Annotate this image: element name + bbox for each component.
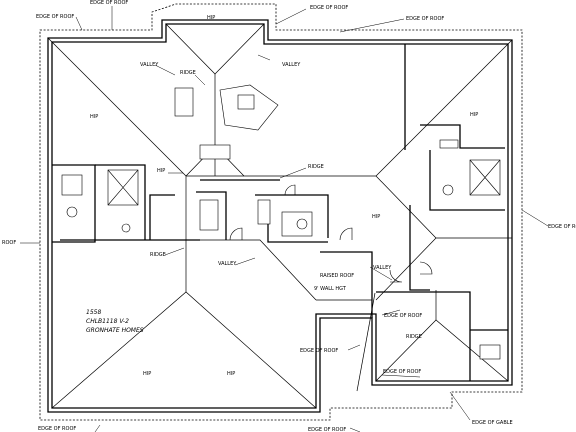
hip-label: HIP	[90, 114, 98, 120]
ridge-label: RIDGE	[180, 70, 196, 76]
toilet-icon	[121, 223, 131, 233]
bath-tub-icon	[61, 174, 83, 196]
hip-label: HIP	[143, 371, 151, 377]
hip-label: HIP	[207, 15, 215, 21]
raised-roof-label: RAISED ROOF	[320, 273, 354, 279]
utility-icon	[479, 344, 501, 360]
edge-of-roof-label: EDGE OF ROOF	[383, 369, 421, 375]
vanity-icon	[439, 139, 459, 149]
valley-label: VALLEY	[282, 62, 301, 68]
plumbing-fixtures	[61, 84, 501, 360]
washer-dryer-icon	[199, 199, 219, 231]
range-icon	[199, 144, 231, 160]
toilet-icon	[296, 218, 308, 230]
sink-icon	[237, 94, 255, 110]
edge-of-roof-label: EDGE OF ROOF	[406, 16, 444, 22]
edge-of-roof-label: EDGE OF ROOF	[36, 14, 74, 20]
valley-label: VALLEY	[140, 62, 159, 68]
plan-info-block: 1558 CHLB1118 V-2 GRONHATE HOMES	[86, 309, 144, 334]
edge-of-roof-label: EDGE OF ROOF	[300, 348, 338, 354]
roof-label: ROOF	[2, 240, 16, 246]
edge-of-roof-label: EDGE OF ROOF	[38, 426, 76, 432]
plan-builder: GRONHATE HOMES	[86, 327, 144, 334]
label-leaders	[20, 6, 549, 432]
edge-of-roof-label: EDGE OF ROOF	[548, 224, 576, 230]
hip-label: HIP	[372, 214, 380, 220]
edge-of-roof-label: EDGE OF ROOF	[308, 427, 346, 432]
valley-label: VALLEY	[218, 261, 237, 267]
hip-label: HIP	[470, 112, 478, 118]
exterior-walls	[47, 19, 513, 413]
valley-label: VALLEY	[373, 265, 392, 271]
plan-number: 1558	[86, 309, 101, 316]
wall-height-label: 9' WALL HGT	[314, 286, 347, 292]
toilet-icon	[66, 206, 78, 218]
vanity-icon	[257, 199, 271, 225]
kitchen-counter-icon	[174, 87, 194, 117]
roof-eave-outline	[39, 3, 523, 421]
ridge-label: RIDGE	[308, 164, 324, 170]
edge-of-roof-label: EDGE OF ROOF	[310, 5, 348, 11]
edge-of-roof-label: EDGE OF ROOF	[90, 0, 128, 6]
edge-of-roof-label: EDGE OF ROOF	[384, 313, 422, 319]
toilet-icon	[442, 184, 454, 196]
hip-label: HIP	[227, 371, 235, 377]
plan-code: CHLB1118 V-2	[86, 318, 129, 325]
ridge-label: RIDGE	[150, 252, 166, 258]
edge-of-gable-label: EDGE OF GABLE	[472, 420, 513, 426]
roof-lines	[47, 23, 513, 409]
hip-label: HIP	[157, 168, 165, 174]
ridge-label: RIDGE	[406, 334, 422, 340]
